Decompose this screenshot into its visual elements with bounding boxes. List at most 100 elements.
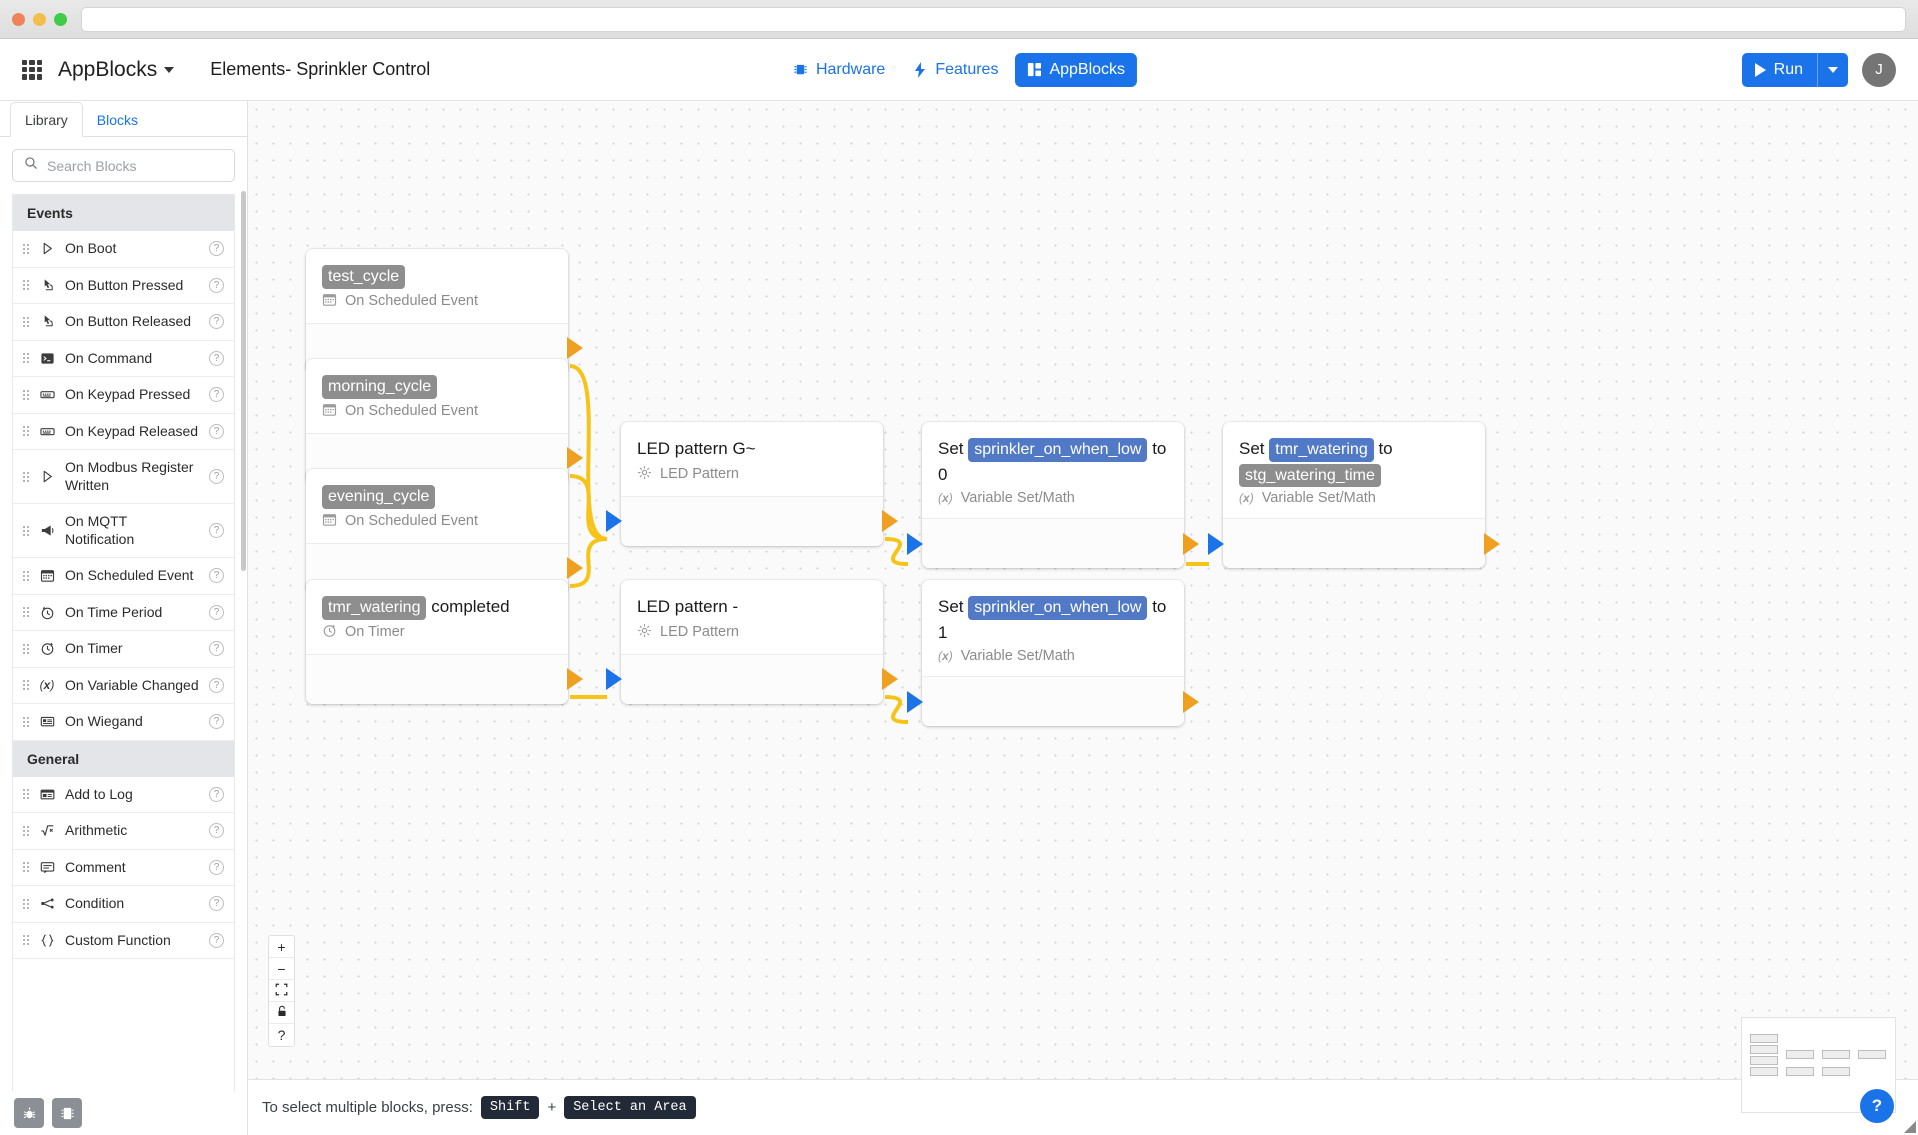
nav-item-appblocks[interactable]: AppBlocks: [1014, 52, 1138, 87]
help-icon[interactable]: ?: [209, 896, 224, 912]
drag-handle-icon[interactable]: [23, 862, 29, 873]
flow-node[interactable]: LED pattern -LED Pattern: [606, 580, 898, 704]
help-fab-button[interactable]: ?: [1860, 1089, 1894, 1123]
drag-handle-icon[interactable]: [23, 643, 29, 654]
apps-grid-icon[interactable]: [22, 59, 42, 80]
flow-node[interactable]: Set sprinkler_on_when_low to 0(x)Variabl…: [907, 422, 1199, 569]
url-bar[interactable]: [81, 6, 1906, 32]
drag-handle-icon[interactable]: [23, 471, 29, 482]
zoom-in-button[interactable]: +: [269, 936, 294, 958]
drag-handle-icon[interactable]: [23, 716, 29, 727]
node-output-port[interactable]: [882, 510, 898, 532]
node-output-port[interactable]: [1183, 690, 1199, 713]
minimize-icon[interactable]: [33, 12, 46, 26]
node-output-port[interactable]: [1484, 532, 1500, 555]
maximize-icon[interactable]: [54, 12, 67, 26]
nav-item-features[interactable]: Features: [901, 53, 1010, 87]
run-button[interactable]: Run: [1741, 52, 1848, 87]
library-block-comment[interactable]: Comment?: [13, 850, 234, 886]
canvas-help-button[interactable]: ?: [269, 1024, 294, 1046]
help-icon[interactable]: ?: [209, 823, 224, 839]
drag-handle-icon[interactable]: [23, 680, 29, 691]
library-block-on-modbus-register-written[interactable]: On Modbus Register Written?: [13, 450, 234, 504]
library-block-on-scheduled-event[interactable]: On Scheduled Event?: [13, 558, 234, 595]
fit-view-button[interactable]: [269, 980, 294, 1002]
flow-node[interactable]: Set sprinkler_on_when_low to 1(x)Variabl…: [907, 580, 1199, 727]
node-input-port[interactable]: [606, 510, 622, 532]
sidebar-scrollbar[interactable]: [241, 191, 246, 571]
library-block-on-timer[interactable]: On Timer?: [13, 631, 234, 668]
lock-button[interactable]: [269, 1002, 294, 1024]
library-block-on-keypad-released[interactable]: On Keypad Released?: [13, 414, 234, 450]
library-block-on-button-pressed[interactable]: On Button Pressed?: [13, 268, 234, 304]
help-icon[interactable]: ?: [209, 714, 224, 730]
help-icon[interactable]: ?: [209, 568, 224, 584]
library-block-on-mqtt-notification[interactable]: On MQTT Notification?: [13, 504, 234, 558]
library-block-on-variable-changed[interactable]: (x)On Variable Changed?: [13, 668, 234, 704]
help-icon[interactable]: ?: [209, 859, 224, 875]
help-icon[interactable]: ?: [209, 469, 224, 484]
help-icon[interactable]: ?: [209, 932, 224, 948]
flow-node[interactable]: LED pattern G~LED Pattern: [606, 422, 898, 546]
help-icon[interactable]: ?: [209, 423, 224, 439]
tab-library[interactable]: Library: [10, 102, 83, 137]
library-block-add-to-log[interactable]: Add to Log?: [13, 777, 234, 813]
node-output-port[interactable]: [882, 668, 898, 690]
node-output-port[interactable]: [567, 337, 583, 360]
flow-node[interactable]: Set tmr_watering to stg_watering_time(x)…: [1208, 422, 1500, 569]
node-output-port[interactable]: [567, 447, 583, 470]
node-output-port[interactable]: [1183, 532, 1199, 555]
help-icon[interactable]: ?: [209, 604, 224, 620]
library-block-custom-function[interactable]: Custom Function?: [13, 923, 234, 959]
zoom-out-button[interactable]: −: [269, 958, 294, 980]
drag-handle-icon[interactable]: [23, 789, 29, 800]
drag-handle-icon[interactable]: [23, 607, 29, 618]
help-icon[interactable]: ?: [209, 523, 224, 538]
library-block-on-time-period[interactable]: On Time Period?: [13, 595, 234, 631]
library-block-on-command[interactable]: On Command?: [13, 341, 234, 377]
drag-handle-icon[interactable]: [23, 825, 29, 836]
node-input-port[interactable]: [907, 690, 923, 713]
drag-handle-icon[interactable]: [23, 243, 29, 254]
node-input-port[interactable]: [606, 668, 622, 690]
help-icon[interactable]: ?: [209, 350, 224, 366]
tab-blocks[interactable]: Blocks: [83, 102, 152, 137]
bug-icon[interactable]: [14, 1098, 44, 1128]
help-icon[interactable]: ?: [209, 641, 224, 657]
help-icon[interactable]: ?: [209, 786, 224, 802]
avatar[interactable]: J: [1862, 52, 1896, 87]
search-box[interactable]: [12, 149, 235, 182]
run-button-main[interactable]: Run: [1742, 61, 1817, 79]
drag-handle-icon[interactable]: [23, 426, 29, 437]
node-output-port[interactable]: [567, 668, 583, 691]
search-input[interactable]: [47, 157, 223, 174]
drag-handle-icon[interactable]: [23, 570, 29, 581]
library-block-on-boot[interactable]: On Boot?: [13, 231, 234, 268]
help-icon[interactable]: ?: [209, 387, 224, 403]
library-block-on-button-released[interactable]: On Button Released?: [13, 304, 234, 341]
drag-handle-icon[interactable]: [23, 316, 29, 327]
device-chip-icon[interactable]: [52, 1098, 82, 1128]
drag-handle-icon[interactable]: [23, 898, 29, 909]
drag-handle-icon[interactable]: [23, 525, 29, 536]
brand-menu[interactable]: AppBlocks: [58, 58, 175, 82]
drag-handle-icon[interactable]: [23, 935, 29, 946]
help-icon[interactable]: ?: [209, 241, 224, 257]
help-icon[interactable]: ?: [209, 277, 224, 293]
drag-handle-icon[interactable]: [23, 353, 29, 364]
node-input-port[interactable]: [907, 532, 923, 555]
help-icon[interactable]: ?: [209, 677, 224, 693]
library-block-on-keypad-pressed[interactable]: On Keypad Pressed?: [13, 377, 234, 414]
run-dropdown-button[interactable]: [1817, 52, 1848, 87]
help-icon[interactable]: ?: [209, 314, 224, 330]
drag-handle-icon[interactable]: [23, 389, 29, 400]
drag-handle-icon[interactable]: [23, 280, 29, 291]
resize-grip[interactable]: [1904, 1121, 1916, 1133]
nav-item-hardware[interactable]: Hardware: [781, 53, 897, 87]
library-block-condition[interactable]: Condition?: [13, 886, 234, 923]
